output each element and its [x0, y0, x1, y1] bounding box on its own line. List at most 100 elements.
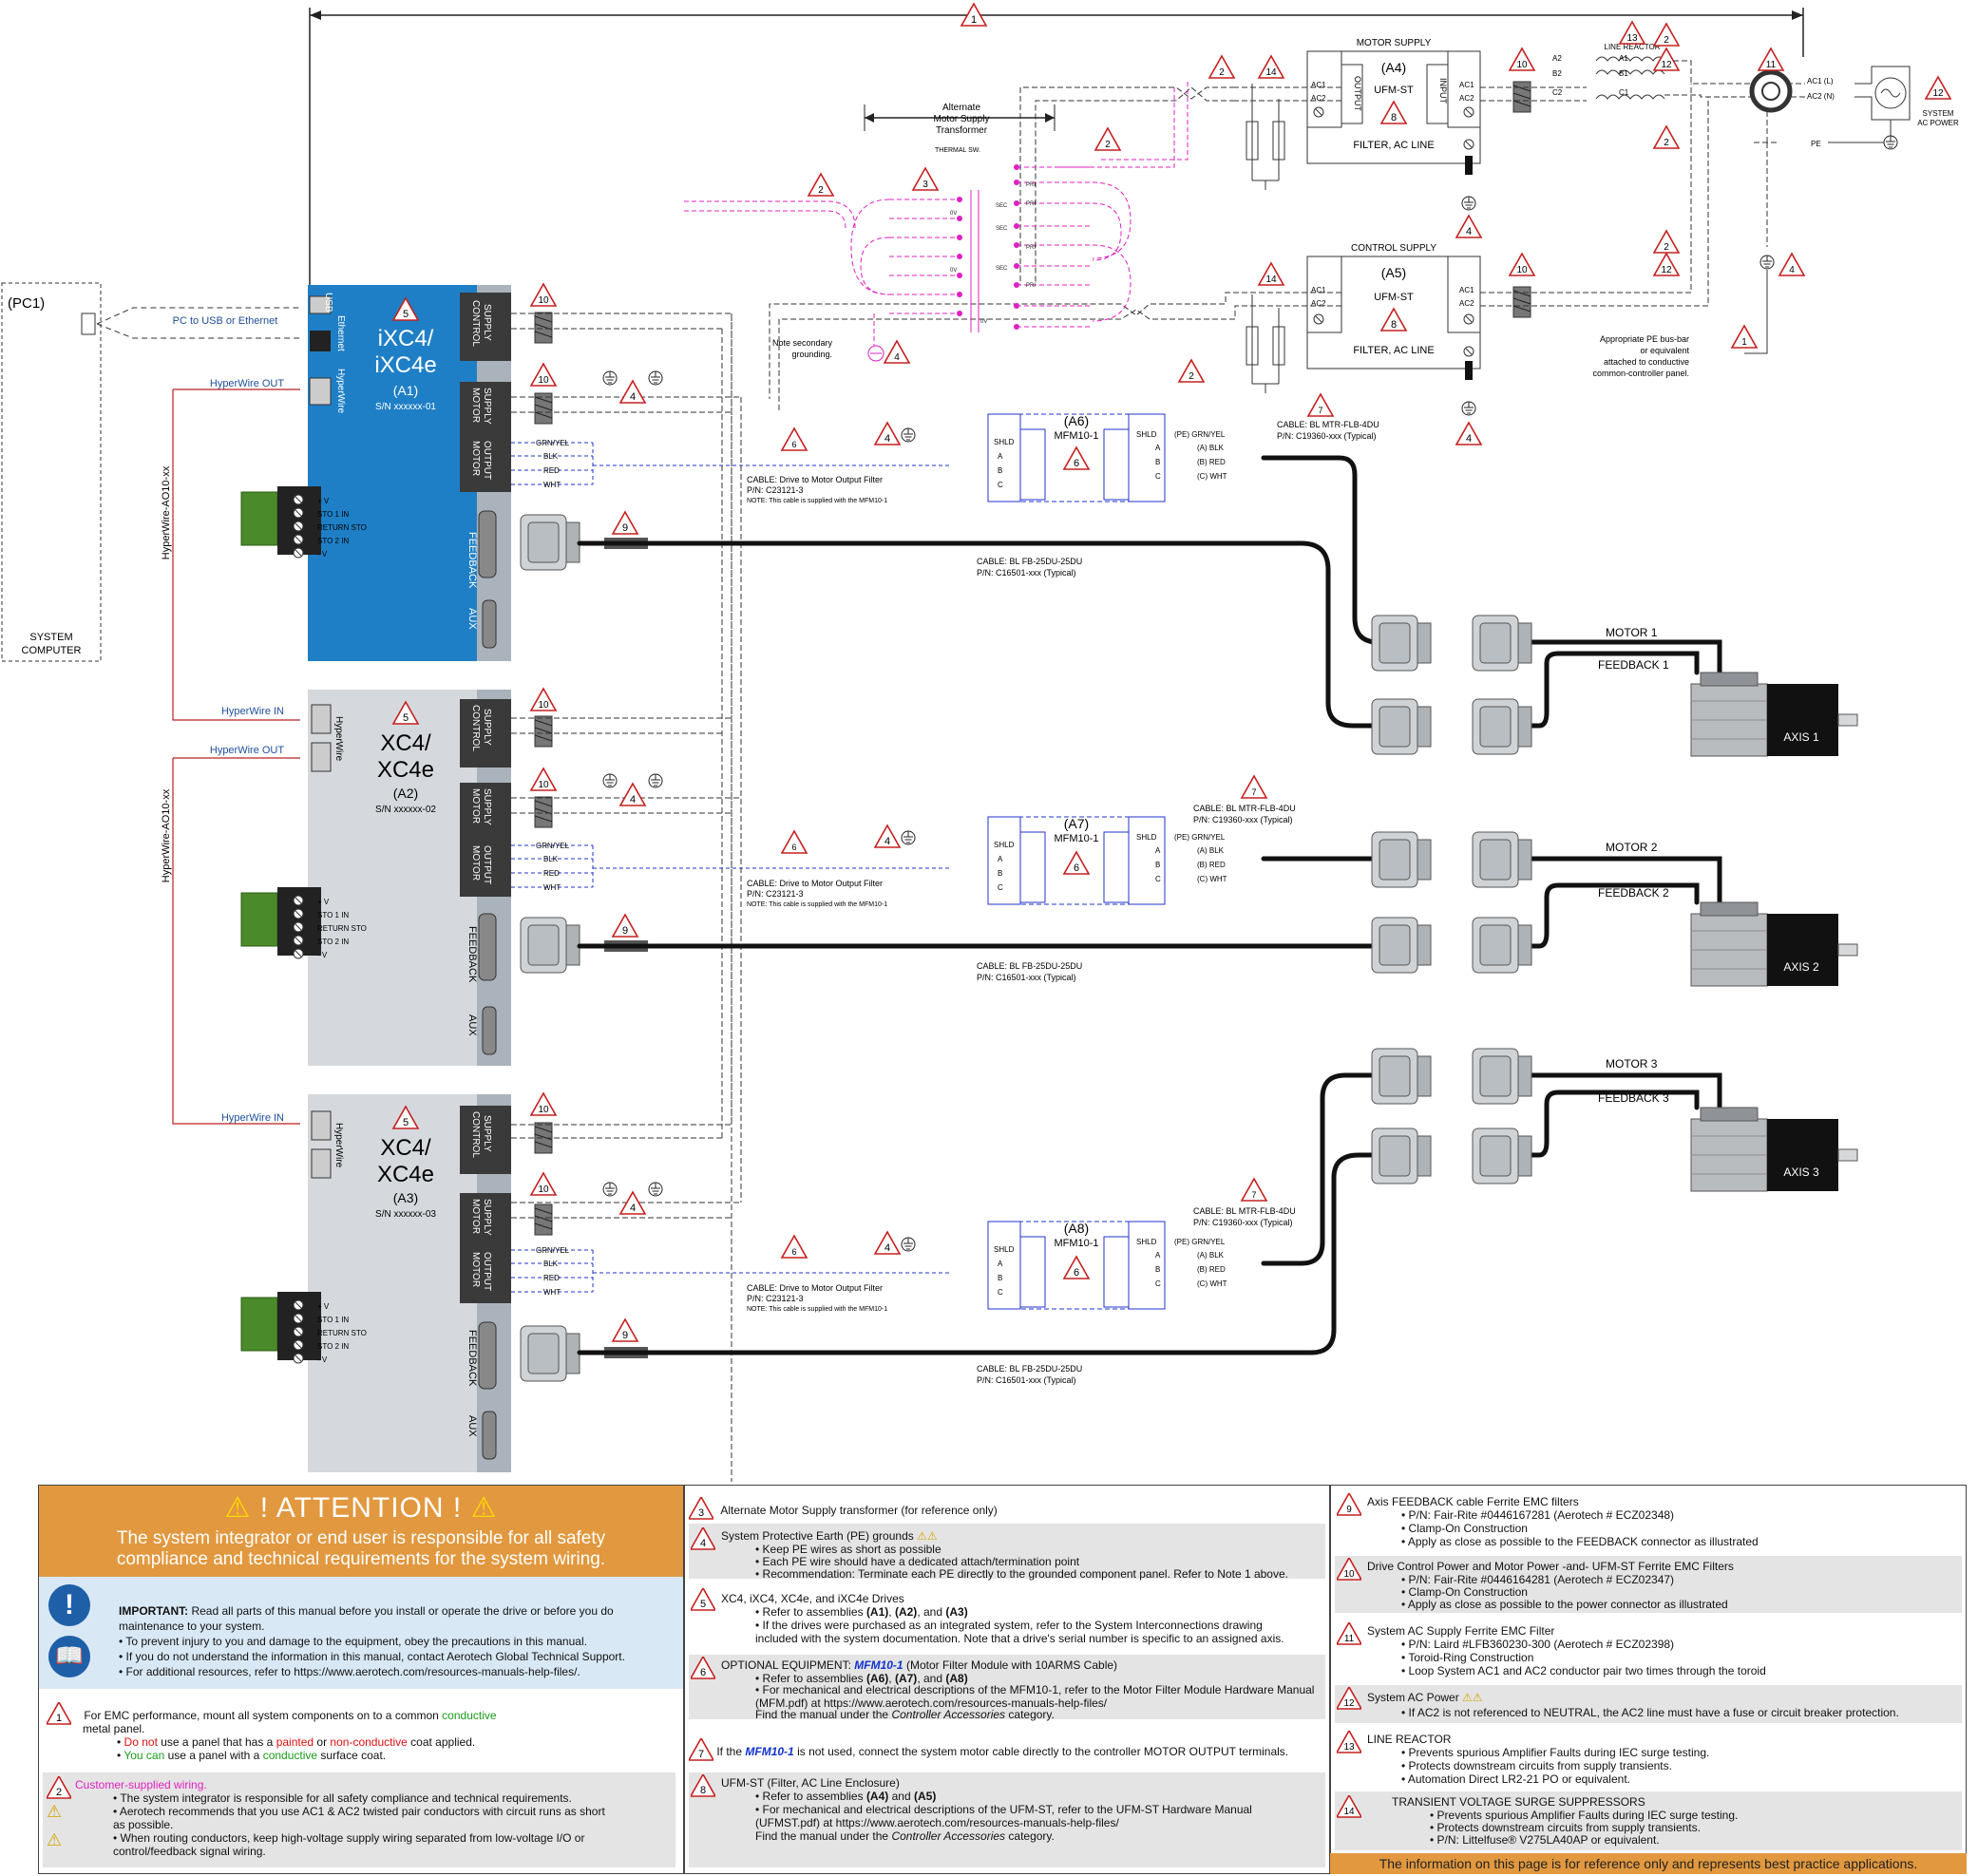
supply-refs-2-12: 2 2 12 2 2 12 2 2 2	[808, 23, 1680, 383]
svg-text:HyperWire: HyperWire	[333, 1123, 344, 1168]
svg-text:P/N: C19360-xxx (Typical): P/N: C19360-xxx (Typical)	[1193, 815, 1293, 824]
svg-text:4: 4	[630, 794, 636, 805]
warning-icon: ⚠	[47, 1830, 63, 1849]
svg-text:13: 13	[1343, 1742, 1355, 1753]
svg-text:XC4/: XC4/	[380, 730, 431, 756]
svg-text:AC POWER: AC POWER	[1917, 119, 1959, 127]
svg-text:HyperWire: HyperWire	[335, 369, 346, 414]
svg-text:10: 10	[1516, 60, 1528, 70]
svg-text:SEC: SEC	[996, 266, 1008, 272]
svg-text:SUPPLY: SUPPLY	[482, 1199, 492, 1236]
svg-text:WHT: WHT	[543, 1288, 561, 1297]
footer-note: The information on this page is for refe…	[1330, 1853, 1967, 1874]
svg-text:(A3): (A3)	[393, 1190, 418, 1205]
svg-text:6: 6	[791, 440, 796, 449]
svg-text:10: 10	[538, 700, 549, 711]
svg-text:SUPPLY: SUPPLY	[482, 388, 492, 425]
svg-text:AC1: AC1	[1311, 286, 1326, 294]
svg-text:10: 10	[538, 780, 549, 790]
svg-text:GRN/YEL: GRN/YEL	[536, 439, 570, 447]
svg-text:A: A	[1155, 444, 1161, 452]
svg-text:C: C	[1155, 472, 1161, 481]
svg-text:A: A	[1155, 846, 1161, 855]
svg-text:5: 5	[700, 1599, 706, 1610]
svg-text:SUPPLY: SUPPLY	[482, 788, 492, 825]
system-interconnection-diagram: 1 (PC1) SYSTEM COMPUTER PC to USB or Eth…	[1, 3, 1959, 1482]
svg-text:B: B	[998, 1274, 1002, 1282]
svg-text:C: C	[1155, 875, 1161, 883]
svg-text:AUX: AUX	[466, 608, 478, 630]
note-4: 4 System Protective Earth (PE) grounds ⚠…	[689, 1524, 1325, 1581]
cable-drive-mfm-labels: 6 CABLE: Drive to Motor Output FilterP/N…	[747, 427, 887, 1313]
svg-text:12: 12	[1661, 265, 1672, 275]
svg-text:S/N xxxxxx-03: S/N xxxxxx-03	[375, 1209, 436, 1220]
attention-title: ! ATTENTION !	[259, 1492, 463, 1524]
svg-text:AXIS 1: AXIS 1	[1783, 730, 1819, 744]
manual-icon: 📖	[48, 1636, 90, 1677]
svg-text:4: 4	[630, 391, 636, 403]
svg-text:(B) RED: (B) RED	[1197, 1265, 1226, 1274]
supply-grounds: 4 4	[1455, 156, 1482, 445]
svg-text:Ethernet: Ethernet	[335, 315, 346, 351]
svg-text:CONTROL: CONTROL	[470, 300, 481, 347]
svg-text:WHT: WHT	[543, 481, 561, 489]
svg-text:S/N xxxxxx-02: S/N xxxxxx-02	[375, 805, 436, 815]
svg-text:CONTROL SUPPLY: CONTROL SUPPLY	[1351, 243, 1436, 254]
mfm-grounds: 4 4 4 6 6 6	[874, 422, 1090, 1279]
svg-text:B: B	[998, 869, 1002, 878]
svg-text:P/N: C23121-3: P/N: C23121-3	[747, 889, 804, 899]
notes-column-1: ⚠ ! ATTENTION ! ⚠ The system integrator …	[38, 1485, 684, 1874]
svg-text:MOTOR: MOTOR	[470, 788, 481, 824]
svg-text:INPUT: INPUT	[1438, 78, 1448, 104]
svg-text:FEEDBACK: FEEDBACK	[466, 1330, 478, 1387]
svg-text:FEEDBACK 3: FEEDBACK 3	[1598, 1091, 1669, 1105]
control-supply-a5: CONTROL SUPPLY (A5) UFM-ST FILTER, AC LI…	[1306, 243, 1481, 370]
svg-text:grounding.: grounding.	[791, 350, 832, 359]
svg-text:AUX: AUX	[466, 1415, 478, 1437]
svg-text:CABLE: Drive to Motor Output F: CABLE: Drive to Motor Output Filter	[747, 475, 883, 484]
note-ref-5: 5	[392, 297, 419, 321]
svg-text:AC2: AC2	[1311, 299, 1326, 308]
svg-text:MOTOR: MOTOR	[470, 845, 481, 881]
svg-text:B: B	[1155, 861, 1160, 869]
system-computer: (PC1) SYSTEM COMPUTER	[1, 282, 102, 662]
svg-text:4: 4	[700, 1538, 706, 1549]
warning-icon: ⚠	[47, 1802, 63, 1821]
svg-text:7: 7	[1318, 406, 1322, 415]
svg-text:FILTER, AC LINE: FILTER, AC LINE	[1353, 140, 1434, 151]
sto-block-1: + V STO 1 IN RETURN STO STO 2 IN - V	[241, 486, 367, 559]
svg-text:STO 1 IN: STO 1 IN	[317, 1316, 349, 1324]
svg-text:4: 4	[884, 433, 890, 445]
svg-text:PRI: PRI	[1026, 182, 1036, 188]
motor-axis-1: AXIS 1	[1690, 672, 1858, 757]
note-13: 13 LINE REACTOR • Prevents spurious Ampl…	[1335, 1729, 1962, 1786]
note-9: 9 Axis FEEDBACK cable Ferrite EMC filter…	[1335, 1491, 1962, 1548]
svg-text:attached to conductive: attached to conductive	[1604, 357, 1689, 367]
svg-text:AXIS 3: AXIS 3	[1783, 1165, 1819, 1179]
svg-text:LINE REACTOR: LINE REACTOR	[1605, 43, 1661, 51]
svg-text:CABLE: Drive to Motor Output F: CABLE: Drive to Motor Output Filter	[747, 879, 883, 888]
svg-text:- V: - V	[317, 550, 328, 559]
important-block: ! 📖 IMPORTANT: Read all parts of this ma…	[39, 1577, 683, 1689]
svg-text:XC4e: XC4e	[377, 1162, 434, 1187]
svg-text:8: 8	[700, 1785, 706, 1796]
svg-text:- V: - V	[317, 951, 328, 959]
note-5: 5 XC4, iXC4, XC4e, and iXC4e Drives • Re…	[689, 1586, 1325, 1645]
svg-text:7: 7	[1251, 1190, 1256, 1200]
svg-text:C: C	[998, 883, 1003, 892]
svg-text:9: 9	[1346, 1505, 1352, 1515]
svg-text:12: 12	[1661, 60, 1672, 70]
svg-text:6: 6	[791, 1247, 796, 1257]
svg-text:STO 2 IN: STO 2 IN	[317, 938, 349, 946]
svg-text:2: 2	[1664, 35, 1669, 46]
svg-text:P/N: C19360-xxx (Typical): P/N: C19360-xxx (Typical)	[1193, 1218, 1293, 1227]
svg-text:+ V: + V	[317, 497, 330, 505]
svg-text:MOTOR: MOTOR	[470, 1252, 481, 1287]
svg-text:MFM10-1: MFM10-1	[1054, 833, 1098, 844]
svg-text:AC1: AC1	[1459, 286, 1474, 294]
svg-text:NOTE: This cable is supplied w: NOTE: This cable is supplied with the MF…	[747, 901, 887, 908]
svg-text:HyperWire-AO10-xx: HyperWire-AO10-xx	[161, 465, 172, 559]
